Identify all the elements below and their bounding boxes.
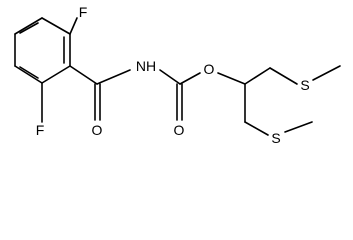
- sulfur-lower-label: S: [271, 130, 280, 146]
- ring-bond: [41, 17, 71, 35]
- molecule-structure-diagram: F F O NH O O S S: [14, 4, 341, 146]
- nh-label: NH: [136, 58, 156, 74]
- s-methyl-upper-bond: [312, 65, 341, 81]
- ring-bond: [14, 65, 43, 84]
- ring-double-bond: [19, 66, 39, 79]
- amide-oxygen-label: O: [92, 122, 103, 138]
- carbamate-oxygen-label: O: [174, 122, 185, 138]
- ring-bond: [41, 65, 71, 84]
- fluorine-top-label: F: [79, 4, 88, 20]
- ring-carbonyl-bond: [69, 65, 98, 85]
- ring-bond: [14, 17, 43, 35]
- ch2-s-lower-bond: [244, 121, 269, 136]
- nh-carbamate-bond: [159, 69, 181, 85]
- sulfur-upper-label: S: [300, 77, 309, 93]
- ester-oxygen-label: O: [204, 61, 215, 77]
- c-f-bond-top: [69, 17, 78, 35]
- carbonyl-nh-bond: [96, 69, 131, 85]
- ch2-s-upper-bond: [269, 67, 298, 85]
- ring-double-bond: [19, 22, 39, 34]
- s-methyl-lower-bond: [284, 121, 313, 133]
- fluorine-bottom-label: F: [36, 122, 45, 138]
- ch-ch2-upper-bond: [244, 67, 271, 85]
- benzene-ring: [14, 17, 71, 84]
- carbamate-ester-o-bond: [179, 72, 201, 85]
- ester-o-ch-bond: [217, 72, 246, 85]
